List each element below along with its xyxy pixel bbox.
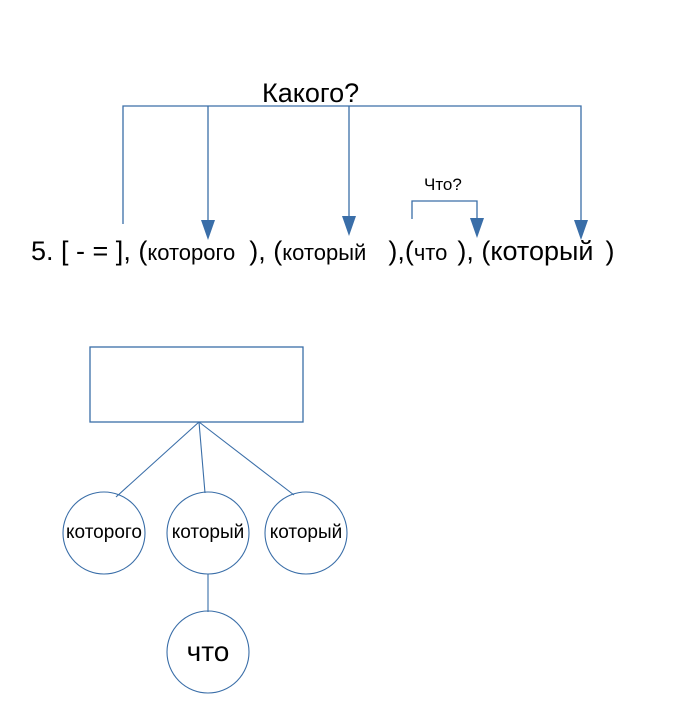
main-question-bracket <box>122 105 582 224</box>
edge-box-to-node-3 <box>198 421 295 496</box>
tree-node-1-circle <box>62 491 146 575</box>
bracket-frame <box>122 105 582 224</box>
clause-1-close: ), <box>249 236 266 266</box>
main-clause-box <box>89 346 304 423</box>
clause-1-word: которого <box>147 240 236 265</box>
main-clause-scheme: [ - = ] <box>61 236 124 266</box>
clause-3-word: что <box>413 240 448 265</box>
clause-1-open: ( <box>138 236 148 266</box>
clause-4-open: ( <box>481 236 491 266</box>
main-question-label: Какого? <box>262 78 360 108</box>
tree-node-3-label: который <box>269 522 343 543</box>
tree-node-2-label: который <box>171 522 245 543</box>
clause-3-open: ( <box>404 236 414 266</box>
arrowhead-to-kotoryi-1 <box>342 216 356 236</box>
edge-box-to-node-2 <box>198 421 206 494</box>
clause-2-open: ( <box>273 236 283 266</box>
clause-4-word: который <box>490 236 594 266</box>
clause-2-close: ), <box>388 236 405 266</box>
sentence-scheme: 5. [ - = ], (которого), (который),(что),… <box>31 236 615 266</box>
tree-node-4-label: что <box>186 636 230 667</box>
tree-nodes <box>62 491 348 694</box>
tree-node-3-circle <box>264 491 348 575</box>
tree-edges <box>115 421 295 612</box>
tree-node-4-circle <box>166 610 250 694</box>
tree-node-1-label: которого <box>66 522 142 543</box>
arrowhead-to-kotorogo <box>201 220 215 240</box>
edge-box-to-node-1 <box>115 421 200 498</box>
small-question-bracket <box>411 200 478 220</box>
clause-2-word: который <box>282 240 367 265</box>
small-question-label: Что? <box>424 175 462 194</box>
sentence-number: 5. <box>31 236 54 266</box>
arrowhead-to-chto <box>470 218 484 238</box>
arrowheads <box>201 216 588 240</box>
arrowhead-to-kotoryi-2 <box>574 220 588 240</box>
clause-3-close: ), <box>457 236 474 266</box>
tree-node-2-circle <box>166 491 250 575</box>
clause-4-close: ) <box>605 236 615 266</box>
